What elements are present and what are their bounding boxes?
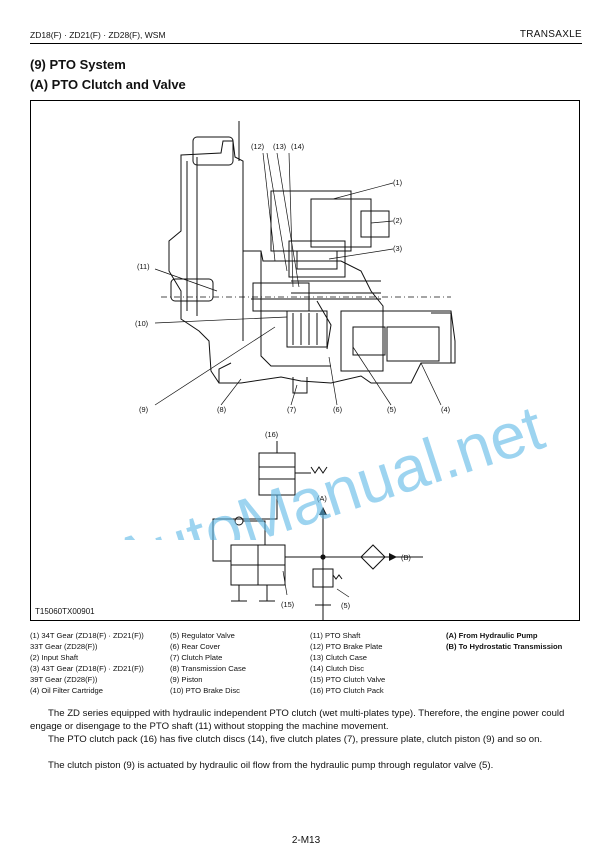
callout-7: (7): [287, 405, 296, 414]
legend-item: (2) Input Shaft: [30, 652, 79, 662]
callout-10: (10): [135, 319, 148, 328]
legend-item: (6) Rear Cover: [170, 641, 221, 651]
header-section: TRANSAXLE: [519, 29, 582, 40]
callout-9: (9): [139, 405, 148, 414]
callout-15: (15): [281, 600, 294, 609]
legend-item: (5) Regulator Valve: [170, 631, 235, 640]
callout-3: (3): [393, 244, 402, 253]
legend-item: (B) To Hydrostatic Transmission: [446, 641, 563, 651]
figure-id: T15060TX00901: [35, 607, 95, 616]
legend-item: (12) PTO Brake Plate: [310, 641, 383, 651]
callout-8: (8): [217, 405, 226, 414]
legend-item: (13) Clutch Case: [310, 652, 367, 662]
callout-6: (6): [333, 405, 342, 414]
callout-11: (11): [137, 262, 150, 271]
legend-item: (14) Clutch Disc: [310, 663, 365, 673]
legend-col-3: (11) PTO Shaft (12) PTO Brake Plate (13)…: [310, 631, 385, 696]
subsection-title: (A) PTO Clutch and Valve: [30, 77, 186, 92]
legend-item: (1) 34T Gear (ZD18(F) · ZD21(F)): [30, 631, 144, 640]
body-paragraph: The PTO clutch pack (16) has five clutch…: [48, 734, 543, 745]
legend-item: (3) 43T Gear (ZD18(F) · ZD21(F)): [30, 663, 144, 673]
callout-4: (4): [441, 405, 450, 414]
body-paragraph: The ZD series equipped with hydraulic in…: [30, 708, 565, 732]
pto-diagram: (12) (13) (14) (1) (2) (3) (11) (10) (9)…: [135, 121, 456, 620]
header-rule: [30, 43, 582, 44]
section-title: (9) PTO System: [30, 57, 126, 72]
legend-item: (16) PTO Clutch Pack: [310, 685, 384, 695]
legend-col-2: (5) Regulator Valve (6) Rear Cover (7) C…: [170, 631, 246, 696]
callout-1: (1): [393, 178, 402, 187]
body-paragraph: The clutch piston (9) is actuated by hyd…: [48, 760, 494, 771]
legend-item: (10) PTO Brake Disc: [170, 685, 240, 695]
legend-item: 39T Gear (ZD28(F)): [30, 674, 98, 684]
page-number: 2-M13: [291, 835, 321, 846]
callout-A: (A): [317, 494, 327, 503]
legend-item: (15) PTO Clutch Valve: [310, 674, 386, 684]
legend-item: (4) Oil Filter Cartridge: [30, 685, 103, 695]
legend-item: (A) From Hydraulic Pump: [446, 631, 538, 640]
legend-col-1: (1) 34T Gear (ZD18(F) · ZD21(F)) 33T Gea…: [30, 631, 144, 696]
callout-5-valve: (5): [341, 601, 350, 610]
header-model: ZD18(F) · ZD21(F) · ZD28(F), WSM: [30, 30, 166, 40]
legend-item: (8) Transmission Case: [170, 663, 246, 673]
legend-item: (11) PTO Shaft: [310, 631, 361, 640]
callout-13: (13): [273, 142, 286, 151]
legend-item: (9) Piston: [170, 674, 203, 684]
callout-16: (16): [265, 430, 278, 439]
figure-frame: (12) (13) (14) (1) (2) (3) (11) (10) (9)…: [30, 100, 580, 621]
legend-col-4: (A) From Hydraulic Pump (B) To Hydrostat…: [446, 631, 562, 653]
callout-5: (5): [387, 405, 396, 414]
legend-item: (7) Clutch Plate: [170, 652, 223, 662]
callout-B: (B): [401, 553, 411, 562]
callout-2: (2): [393, 216, 402, 225]
legend-item: 33T Gear (ZD28(F)): [30, 641, 98, 651]
callout-14: (14): [291, 142, 304, 151]
callout-12: (12): [251, 142, 264, 151]
